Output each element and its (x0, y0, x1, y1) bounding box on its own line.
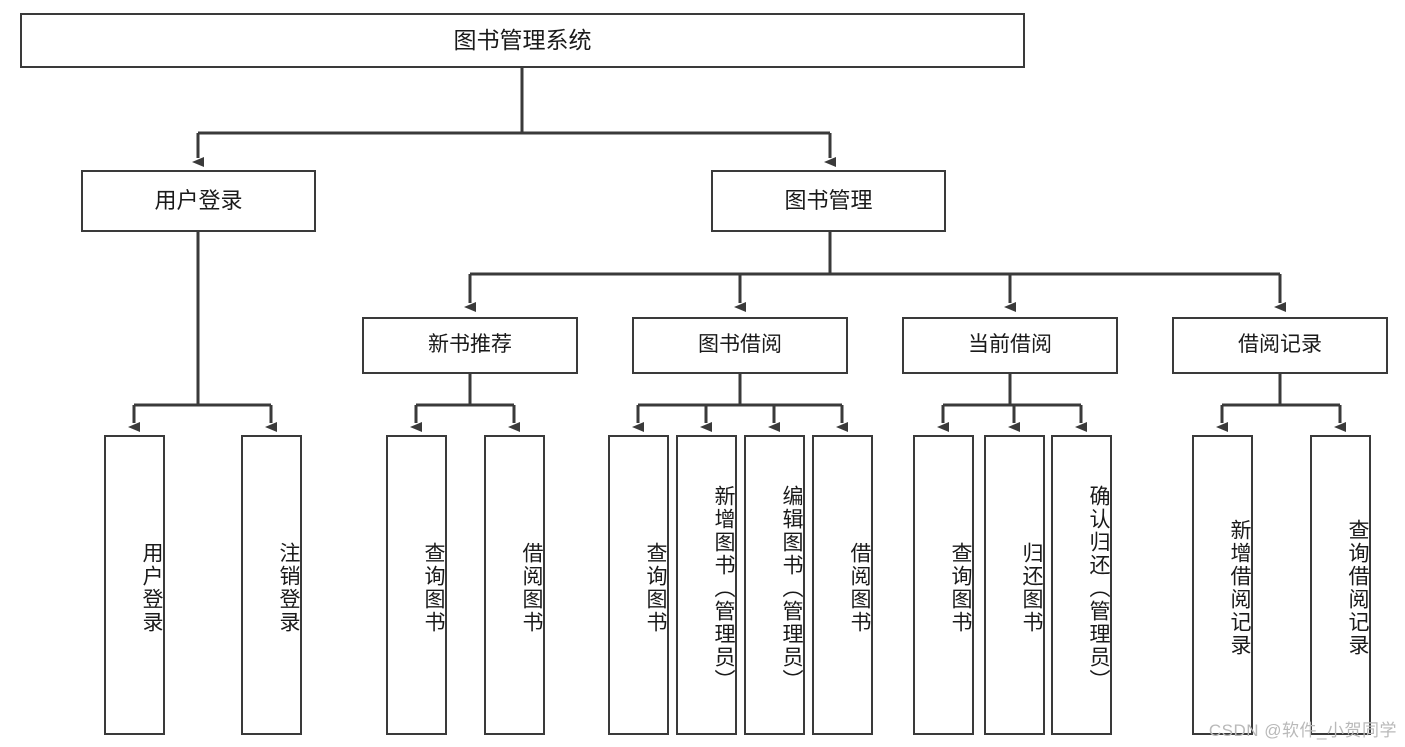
node-label: 注销登录 (277, 542, 300, 634)
node-label: 图书管理系统 (453, 27, 592, 54)
leaf-edit-book-admin[interactable]: 编辑图书（管理员） (744, 435, 805, 735)
leaf-add-book-admin[interactable]: 新增图书（管理员） (676, 435, 737, 735)
leaf-query-book-current[interactable]: 查询图书 (913, 435, 974, 735)
node-label: 归还图书 (1020, 542, 1043, 634)
leaf-add-borrow-record[interactable]: 新增借阅记录 (1192, 435, 1253, 735)
node-label: 图书借阅 (698, 333, 782, 357)
leaf-return-book[interactable]: 归还图书 (984, 435, 1045, 735)
node-label: 图书管理 (784, 188, 873, 214)
node-label: 新增借阅记录 (1228, 519, 1251, 657)
node-label: 借阅图书 (848, 542, 871, 634)
node-label: 查询图书 (949, 542, 972, 634)
watermark: CSDN @软件_小贺同学 (1208, 721, 1397, 740)
node-root[interactable]: 图书管理系统 (20, 13, 1025, 68)
node-label: 查询借阅记录 (1346, 519, 1369, 657)
node-new-book-recommend[interactable]: 新书推荐 (362, 317, 578, 374)
node-book-management[interactable]: 图书管理 (711, 170, 946, 232)
node-label: 当前借阅 (968, 333, 1052, 357)
node-label: 借阅记录 (1238, 333, 1322, 357)
node-borrow-record[interactable]: 借阅记录 (1172, 317, 1388, 374)
node-label: 新增图书（管理员） (712, 484, 735, 692)
leaf-logout[interactable]: 注销登录 (241, 435, 302, 735)
node-label: 确认归还（管理员） (1087, 484, 1110, 692)
node-label: 借阅图书 (520, 542, 543, 634)
leaf-borrow-book[interactable]: 借阅图书 (812, 435, 873, 735)
leaf-borrow-book-recommend[interactable]: 借阅图书 (484, 435, 545, 735)
leaf-user-login[interactable]: 用户登录 (104, 435, 165, 735)
leaf-query-book-recommend[interactable]: 查询图书 (386, 435, 447, 735)
node-book-borrow[interactable]: 图书借阅 (632, 317, 848, 374)
node-label: 查询图书 (422, 542, 445, 634)
leaf-confirm-return-admin[interactable]: 确认归还（管理员） (1051, 435, 1112, 735)
node-current-borrow[interactable]: 当前借阅 (902, 317, 1118, 374)
leaf-query-borrow-record[interactable]: 查询借阅记录 (1310, 435, 1371, 735)
node-label: 编辑图书（管理员） (780, 484, 803, 692)
node-user-login[interactable]: 用户登录 (81, 170, 316, 232)
leaf-query-book-borrow[interactable]: 查询图书 (608, 435, 669, 735)
node-label: 新书推荐 (428, 333, 512, 357)
node-label: 用户登录 (154, 188, 243, 214)
node-label: 用户登录 (140, 542, 163, 634)
node-label: 查询图书 (644, 542, 667, 634)
